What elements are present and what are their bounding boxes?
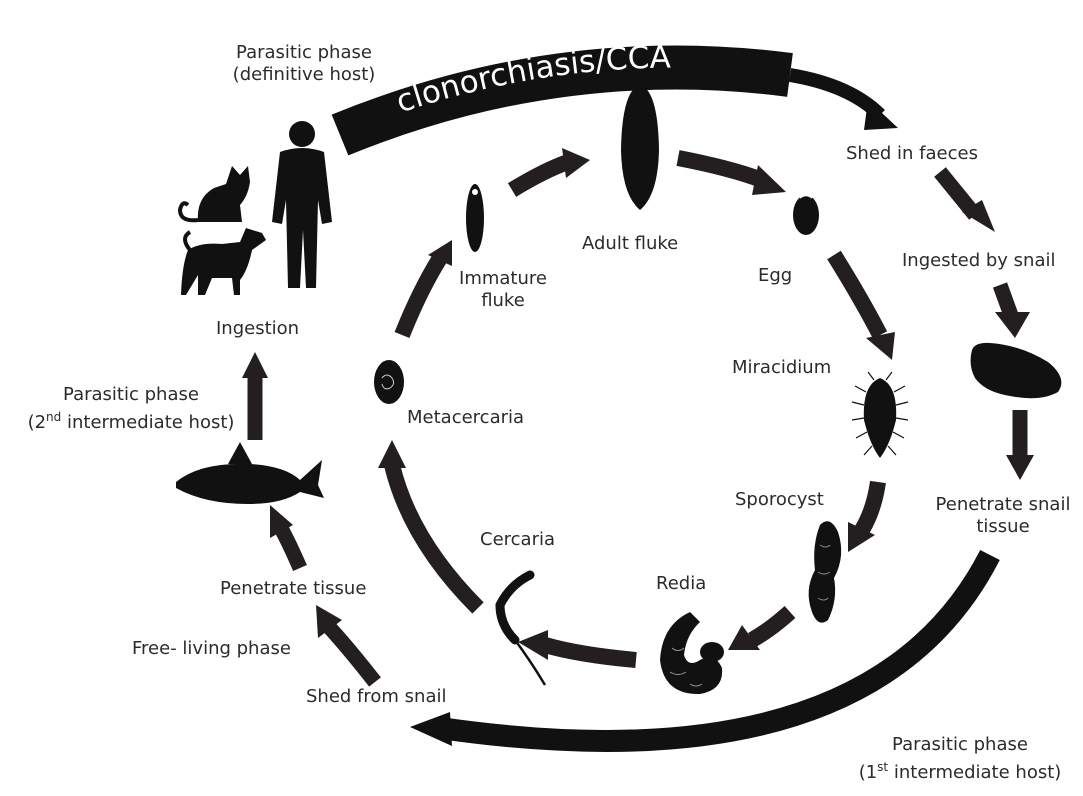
inner-arrow-adult-to-egg (678, 158, 786, 195)
inner-arrow-egg-to-miracidium (834, 255, 895, 360)
phase-definitive-line1: Parasitic phase (218, 42, 390, 64)
phase-second-line2-pre: (2 (28, 412, 46, 433)
human-silhouette-icon (272, 121, 332, 288)
inner-arrow-metacercaria-to-immature (402, 240, 452, 335)
inner-arrow-sporocyst-to-redia (728, 612, 790, 650)
label-adult-fluke: Adult fluke (582, 233, 678, 255)
label-miracidium: Miracidium (732, 357, 831, 379)
label-sporocyst: Sporocyst (735, 489, 824, 511)
phase-first-line1: Parasitic phase (842, 734, 1078, 756)
outer-bottom-arrowhead (410, 712, 452, 746)
miracidium-icon (852, 372, 908, 458)
immature-fluke-line2: fluke (448, 290, 558, 312)
phase-definitive-line2: (definitive host) (218, 64, 390, 86)
phase-second-line1: Parasitic phase (0, 384, 262, 406)
redia-icon (660, 612, 724, 694)
label-immature-fluke: Immature fluke (448, 268, 558, 312)
banner-arrow-tail (790, 75, 880, 115)
phase-first-line2-pre: (1 (859, 762, 877, 783)
label-cercaria: Cercaria (480, 529, 555, 551)
label-penetrate-snail-tissue: Penetrate snail tissue (928, 494, 1078, 538)
phase-first-sup: st (877, 760, 888, 774)
cat-silhouette-icon (180, 166, 250, 222)
egg-icon (793, 195, 819, 235)
adult-fluke-icon (621, 85, 659, 210)
outer-arrow-penetrate-to-fish (270, 505, 300, 568)
label-penetrate-tissue: Penetrate tissue (220, 578, 366, 600)
inner-arrow-redia-to-cercaria (518, 630, 636, 660)
outer-arrow-snail-down (1006, 410, 1034, 480)
outer-arrow-ingest-to-snail (995, 285, 1030, 338)
banner-arrowhead (864, 100, 898, 130)
label-redia: Redia (656, 573, 706, 595)
label-egg: Egg (758, 265, 792, 287)
dog-silhouette-icon (181, 228, 266, 295)
label-ingested-by-snail: Ingested by snail (902, 250, 1056, 272)
label-shed-in-faeces: Shed in faeces (846, 143, 978, 165)
penetrate-snail-line2: tissue (928, 516, 1078, 538)
cercaria-icon (500, 575, 545, 685)
sporocyst-icon (809, 521, 842, 622)
label-free-living-phase: Free- living phase (132, 638, 291, 660)
phase-second-sup: nd (46, 410, 61, 424)
phase-first-line2-post: intermediate host) (888, 762, 1061, 783)
immature-fluke-icon (466, 184, 484, 252)
penetrate-snail-line1: Penetrate snail (928, 494, 1078, 516)
outer-arrow-shed-to-penetrate (316, 605, 375, 682)
phase-definitive-host: Parasitic phase (definitive host) (218, 42, 390, 86)
label-metacercaria: Metacercaria (407, 407, 524, 429)
phase-first-line2: (1st intermediate host) (842, 756, 1078, 784)
label-ingestion: Ingestion (216, 318, 299, 340)
phase-second-line2-post: intermediate host) (61, 412, 234, 433)
immature-fluke-line1: Immature (448, 268, 558, 290)
inner-arrow-immature-to-adult (512, 148, 590, 190)
outer-arrow-faeces-to-snail (940, 172, 995, 232)
inner-arrow-sporocyst-in (848, 482, 878, 552)
inner-arrow-cercaria-to-metacercaria (378, 440, 478, 608)
phase-second-line2: (2nd intermediate host) (0, 406, 262, 434)
label-shed-from-snail: Shed from snail (306, 686, 446, 708)
phase-second-intermediate-host: Parasitic phase (2nd intermediate host) (0, 384, 262, 434)
phase-first-intermediate-host: Parasitic phase (1st intermediate host) (842, 734, 1078, 784)
metacercaria-icon (374, 360, 404, 404)
snail-silhouette-icon (971, 343, 1062, 398)
fish-silhouette-icon (176, 442, 324, 504)
